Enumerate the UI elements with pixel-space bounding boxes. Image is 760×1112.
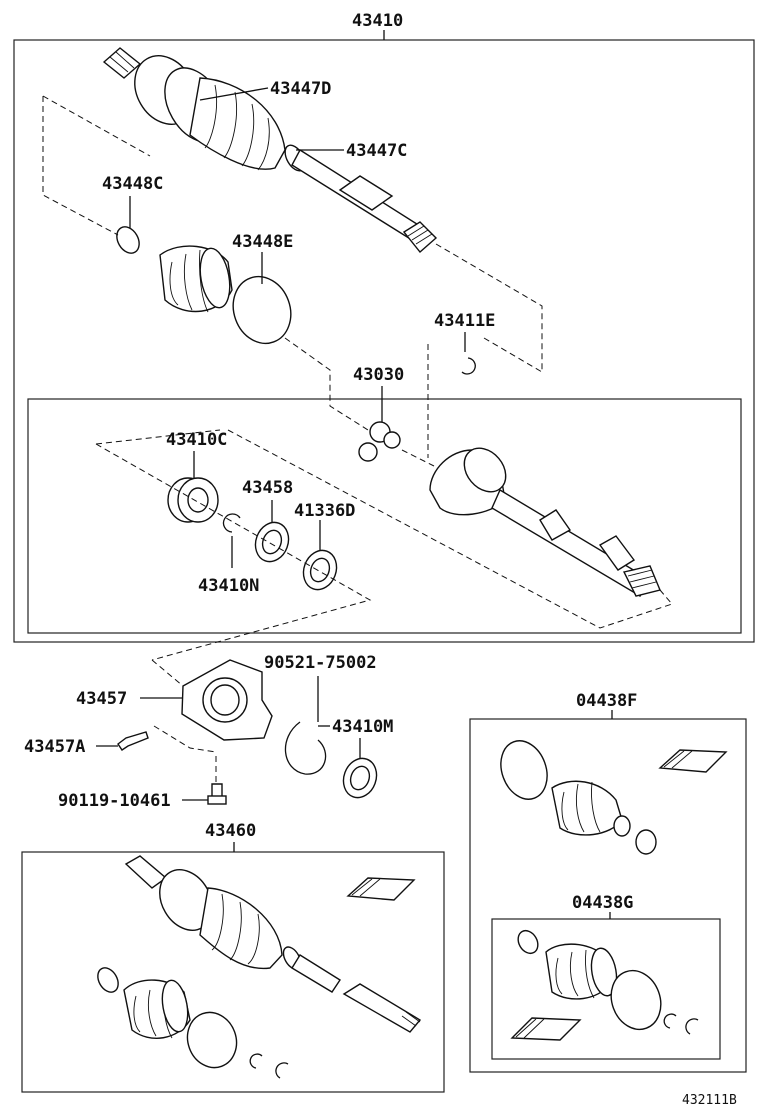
clip-90521 xyxy=(284,721,327,775)
bolt-43457A xyxy=(117,731,149,751)
label-43457: 43457 xyxy=(76,689,127,709)
kit-04438G-box xyxy=(491,918,721,1060)
diagram-code: 432111B xyxy=(682,1093,737,1108)
kit-04438F-parts xyxy=(500,740,728,855)
label-90119-10461: 90119-10461 xyxy=(58,791,171,811)
label-43030: 43030 xyxy=(353,365,404,385)
kit-04438F-box xyxy=(469,718,747,1073)
band-43448C xyxy=(116,226,140,254)
band-43460-small xyxy=(97,967,119,993)
band-43448E xyxy=(232,275,292,345)
outer-drive-shaft-43460 xyxy=(124,855,422,1033)
bearing-43410C xyxy=(167,477,219,523)
boot-43460 xyxy=(123,979,191,1039)
label-43448C: 43448C xyxy=(102,174,163,194)
label-43447C: 43447C xyxy=(346,141,407,161)
label-90521-75002: 90521-75002 xyxy=(264,653,377,673)
seal-43458 xyxy=(254,521,290,563)
seal-43410M xyxy=(342,757,378,799)
label-43411E: 43411E xyxy=(434,311,495,331)
bearing-bracket-43457 xyxy=(181,659,273,741)
band-43460-large xyxy=(186,1011,238,1069)
seal-41336D xyxy=(302,549,338,591)
snap-ring-43460-b xyxy=(275,1062,289,1079)
label-43410M: 43410M xyxy=(332,717,393,737)
bolt-90119 xyxy=(207,783,227,805)
label-43410C: 43410C xyxy=(166,430,227,450)
inner-joint-shaft xyxy=(429,447,661,597)
label-41336D: 41336D xyxy=(294,501,355,521)
label-43460: 43460 xyxy=(205,821,256,841)
assembly-43410-box xyxy=(13,39,755,643)
assembly-43030-box xyxy=(27,398,742,634)
label-43447D: 43447D xyxy=(270,79,331,99)
grease-pack-43460 xyxy=(346,877,416,901)
snap-ring-43460-a xyxy=(249,1053,263,1069)
label-04438F: 04438F xyxy=(576,691,637,711)
label-43458: 43458 xyxy=(242,478,293,498)
tripod-joint xyxy=(358,421,401,462)
snap-ring-43411E xyxy=(461,357,476,375)
boot-43448E xyxy=(159,245,233,313)
label-04438G: 04438G xyxy=(572,893,633,913)
kit-04438G-parts xyxy=(510,929,699,1041)
guide-lines xyxy=(42,95,673,784)
label-43410N: 43410N xyxy=(198,576,259,596)
assembly-43460-box xyxy=(21,851,445,1093)
label-43410: 43410 xyxy=(352,11,403,31)
label-43457A: 43457A xyxy=(24,737,85,757)
outer-drive-shaft xyxy=(102,47,438,254)
label-43448E: 43448E xyxy=(232,232,293,252)
snap-ring-43410N xyxy=(222,513,241,533)
leader-lines xyxy=(96,30,613,919)
